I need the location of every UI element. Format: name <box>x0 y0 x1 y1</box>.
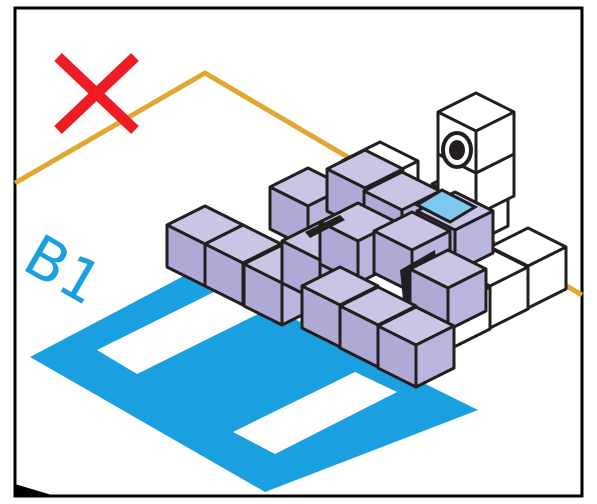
camera-tower <box>436 91 516 217</box>
corner-arrow-icon <box>15 484 55 496</box>
base-plate <box>30 270 478 492</box>
base-slot-right <box>233 372 397 454</box>
highlighted-cube-top <box>413 188 479 224</box>
purple-cube-structure <box>165 148 495 389</box>
dark-gap <box>305 215 345 238</box>
cross-icon <box>54 53 139 134</box>
base-slot-left <box>97 288 262 374</box>
camera-eye-icon <box>441 131 473 169</box>
